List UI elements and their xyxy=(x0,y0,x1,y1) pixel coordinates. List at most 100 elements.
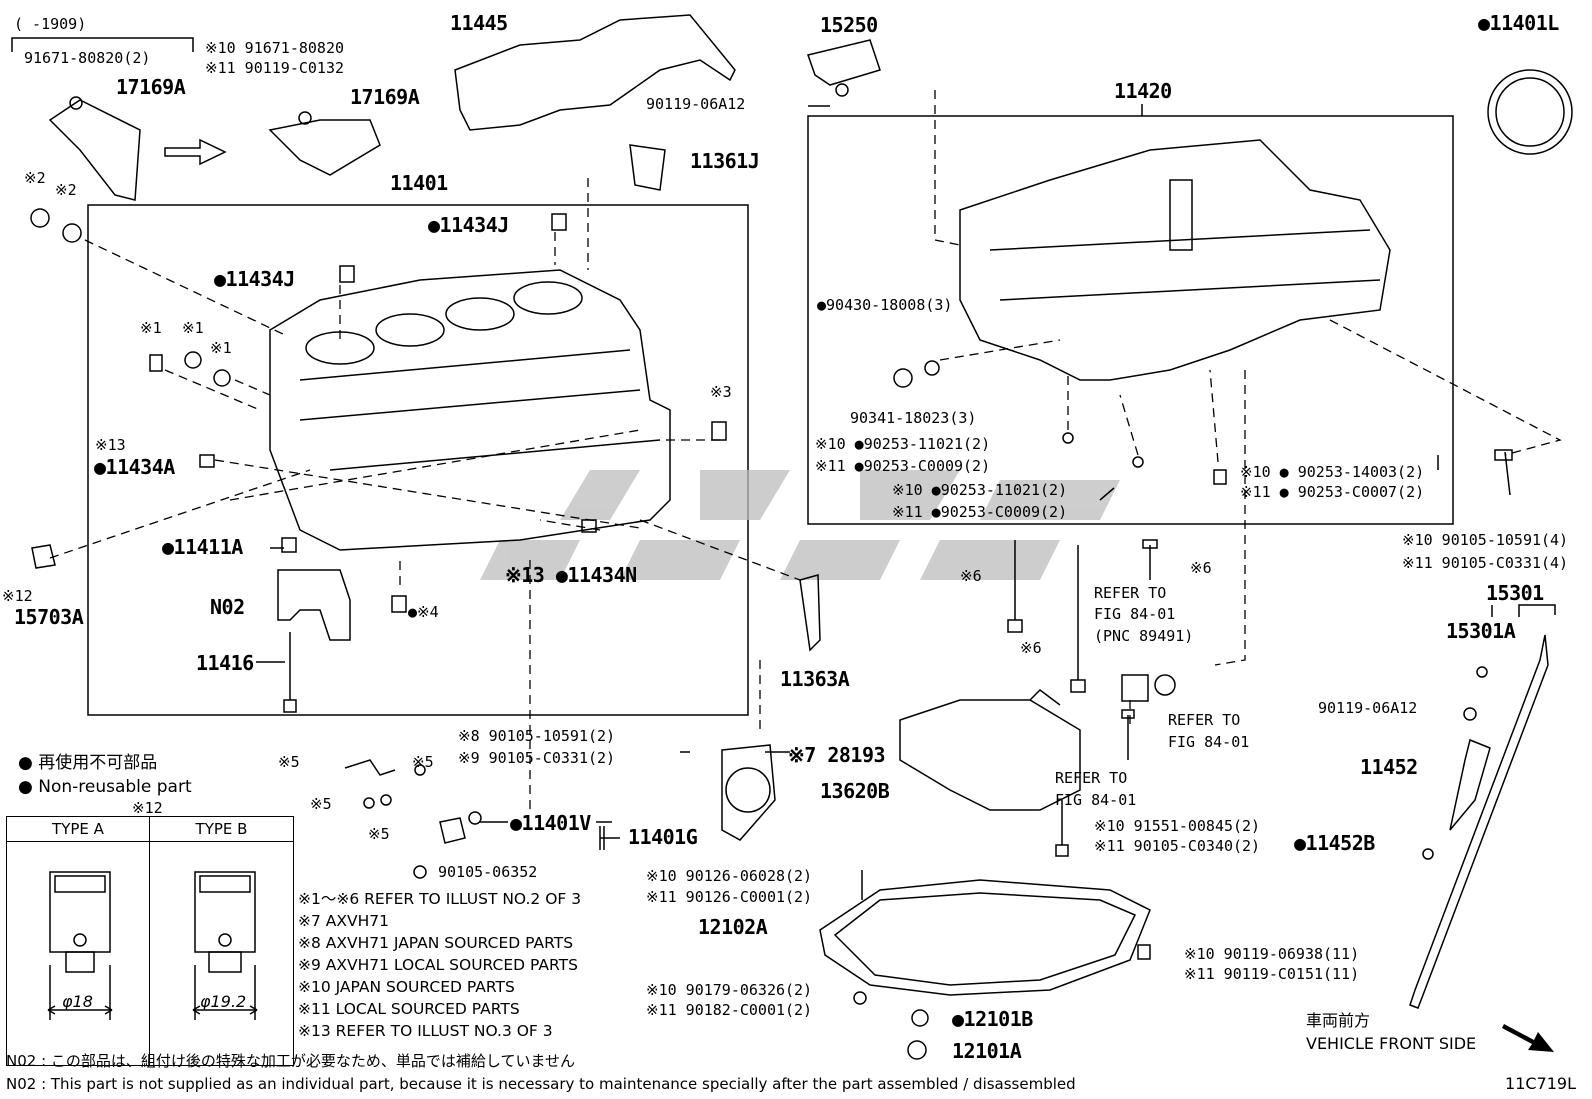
label-90105-c0331-right: ※11 90105-C0331(4) xyxy=(1402,554,1569,572)
label-90126-c0001: ※11 90126-C0001(2) xyxy=(646,888,813,906)
note-6: ※11 LOCAL SOURCED PARTS xyxy=(298,1000,520,1018)
label-11434a: ●11434A xyxy=(94,455,175,479)
label-15301a: 15301A xyxy=(1446,619,1516,643)
label-11401: 11401 xyxy=(390,171,448,195)
label-91671-80820: ※10 91671-80820 xyxy=(205,39,344,57)
note-2: ※7 AXVH71 xyxy=(298,912,389,930)
mark-2a: ※2 xyxy=(24,169,46,187)
oil-seal-11401l-shape xyxy=(1487,69,1573,155)
label-11452b: ●11452B xyxy=(1294,831,1375,855)
label-11411a: ●11411A xyxy=(162,535,243,559)
label-13620b: 13620B xyxy=(820,779,890,803)
label-28193: ※7 28193 xyxy=(788,743,886,767)
label-90341-18023: 90341-18023(3) xyxy=(850,409,977,427)
mark-6b: ※6 xyxy=(1020,639,1042,657)
n02-note-en: N02 : This part is not supplied as an in… xyxy=(6,1075,1076,1093)
mark-4: ●※4 xyxy=(408,603,439,621)
label-90126-06028: ※10 90126-06028(2) xyxy=(646,867,813,885)
cylinder-block-shape xyxy=(269,269,671,551)
front-side-jp: 車両前方 xyxy=(1306,1011,1371,1030)
label-12101a: 12101A xyxy=(952,1039,1022,1063)
note-7: ※13 REFER TO ILLUST NO.3 OF 3 xyxy=(298,1022,553,1040)
label-90253-14003: ※10 ● 90253-14003(2) xyxy=(1240,463,1425,481)
refer-to-2: REFER TO xyxy=(1168,711,1241,729)
label-90105-c0340: ※11 90105-C0340(2) xyxy=(1094,837,1261,855)
bracket-17169a-group xyxy=(11,37,194,52)
note-4: ※9 AXVH71 LOCAL SOURCED PARTS xyxy=(298,956,578,974)
pnc-89491: (PNC 89491) xyxy=(1094,627,1194,645)
mark-12: ※12 xyxy=(2,587,33,605)
label-15301: 15301 xyxy=(1486,581,1544,605)
note-1: ※1～※6 REFER TO ILLUST NO.2 OF 3 xyxy=(298,890,582,908)
mark-1b: ※1 xyxy=(182,319,204,337)
label-11452: 11452 xyxy=(1360,755,1418,779)
label-15250: 15250 xyxy=(820,13,878,37)
mark-13: ※13 xyxy=(95,436,126,454)
note-5: ※10 JAPAN SOURCED PARTS xyxy=(298,978,515,996)
bearing-cap-n02-shape xyxy=(277,569,351,641)
bracket-17169a-left xyxy=(48,99,141,201)
block-frame xyxy=(87,204,749,716)
label-90119-06a12-top: 90119-06A12 xyxy=(646,95,746,113)
label-90105-06352: 90105-06352 xyxy=(438,863,538,881)
label-11420: 11420 xyxy=(1114,79,1172,103)
label-11363a: 11363A xyxy=(780,667,850,691)
n02-note-jp: N02 : この部品は、組付け後の特殊な加工が必要なため、単品では補給していませ… xyxy=(6,1052,576,1070)
label-90119-06a12-right: 90119-06A12 xyxy=(1318,699,1418,717)
dim-type-b: φ19.2 xyxy=(200,992,247,1011)
label-90182-c0001: ※11 90182-C0001(2) xyxy=(646,1001,813,1019)
label-12102a: 12102A xyxy=(698,915,768,939)
mark-6a: ※6 xyxy=(960,567,982,585)
label-90253-c0009-b: ※11 ●90253-C0009(2) xyxy=(892,503,1068,521)
label-90105-c0331-mid: ※9 90105-C0331(2) xyxy=(458,749,616,767)
legend-jp: ● 再使用不可部品 xyxy=(18,753,158,773)
label-11416: 11416 xyxy=(196,651,254,675)
label-n02: N02 xyxy=(210,595,245,619)
label-91551-00845: ※10 91551-00845(2) xyxy=(1094,817,1261,835)
type-a-header: TYPE A xyxy=(7,817,149,842)
mark-5d: ※5 xyxy=(368,825,390,843)
label-11445: 11445 xyxy=(450,11,508,35)
label-11361j: 11361J xyxy=(690,149,760,173)
pin-type-box: TYPE A TYPE B xyxy=(6,816,294,1066)
label-90253-c0007: ※11 ● 90253-C0007(2) xyxy=(1240,483,1425,501)
label-91671-80820-2: 91671-80820(2) xyxy=(24,49,151,67)
bracket-17169a-right xyxy=(268,119,381,176)
oil-pump-shape xyxy=(899,699,1081,811)
label-11434j-1: ●11434J xyxy=(428,213,509,237)
refer-to-1: REFER TO xyxy=(1094,584,1167,602)
label-90105-10591-right: ※10 90105-10591(4) xyxy=(1402,531,1569,549)
typebox-title: ※12 xyxy=(132,799,163,817)
label-11401l: ●11401L xyxy=(1478,11,1559,35)
fig-84-01-3: FIG 84-01 xyxy=(1055,791,1137,809)
mark-5b: ※5 xyxy=(412,753,434,771)
label-11434j-2: ●11434J xyxy=(214,267,295,291)
ocv-15250-shape xyxy=(807,39,881,86)
label-12101b: ●12101B xyxy=(952,1007,1033,1031)
diagram-code: 11C719L xyxy=(1505,1074,1576,1093)
type-b-pin xyxy=(194,871,256,973)
label-90119-c0132: ※11 90119-C0132 xyxy=(205,59,344,77)
gasket-28193-shape xyxy=(721,744,776,841)
mark-6c: ※6 xyxy=(1190,559,1212,577)
crankcase-frame xyxy=(807,115,1454,525)
front-arrow-icon xyxy=(1502,1024,1554,1052)
label-90105-10591-mid: ※8 90105-10591(2) xyxy=(458,727,616,745)
label-15703a: 15703A xyxy=(14,605,84,629)
mark-2b: ※2 xyxy=(55,181,77,199)
label-11401v: ●11401V xyxy=(510,811,591,835)
mark-3: ※3 xyxy=(710,383,732,401)
label-90119-06938: ※10 90119-06938(11) xyxy=(1184,945,1360,963)
oil-pan-shape xyxy=(819,879,1151,996)
refer-to-3: REFER TO xyxy=(1055,769,1128,787)
mark-5c: ※5 xyxy=(310,795,332,813)
front-side-en: VEHICLE FRONT SIDE xyxy=(1306,1034,1477,1053)
label-90253-11021-b: ※10 ●90253-11021(2) xyxy=(892,481,1068,499)
legend-en: ● Non-reusable part xyxy=(18,777,192,797)
fig-84-01-2: FIG 84-01 xyxy=(1168,733,1250,751)
crankcase-shape xyxy=(959,139,1391,381)
label-11401g: 11401G xyxy=(628,825,698,849)
label-90253-11021-a: ※10 ●90253-11021(2) xyxy=(815,435,991,453)
label-17169a-left: 17169A xyxy=(116,75,186,99)
